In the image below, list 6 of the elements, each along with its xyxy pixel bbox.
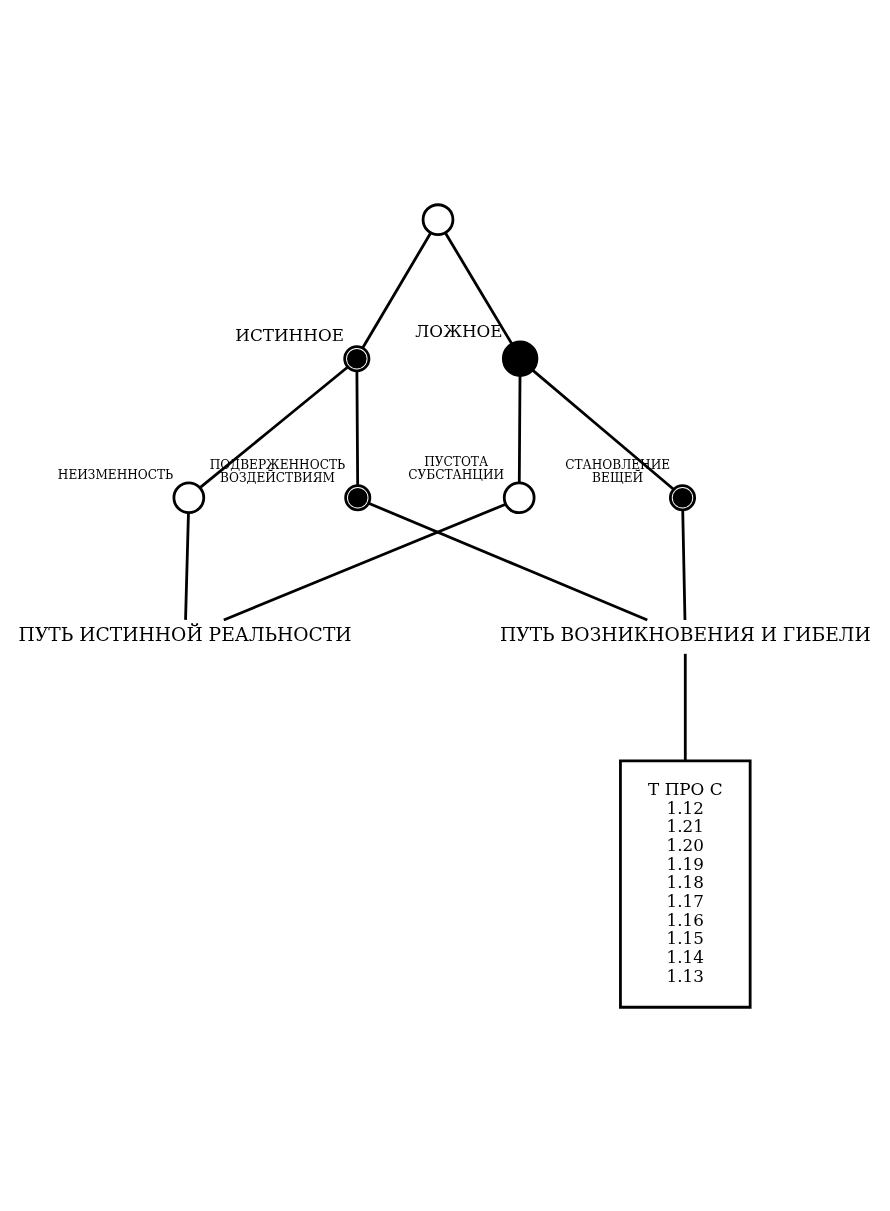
node-label: НЕИЗМЕННОСТЬ <box>57 467 174 482</box>
node-label: ПУСТОТА СУБСТАНЦИИ <box>408 454 505 482</box>
node-label: ИСТИННОЕ <box>235 324 344 345</box>
node-text: ПУТЬ ВОЗНИКНОВЕНИЯ И ГИБЕЛИ <box>499 623 871 645</box>
node-text: ПУТЬ ИСТИННОЙ РЕАЛЬНОСТИ <box>18 623 352 645</box>
node-label: ЛОЖНОЕ <box>415 320 503 341</box>
